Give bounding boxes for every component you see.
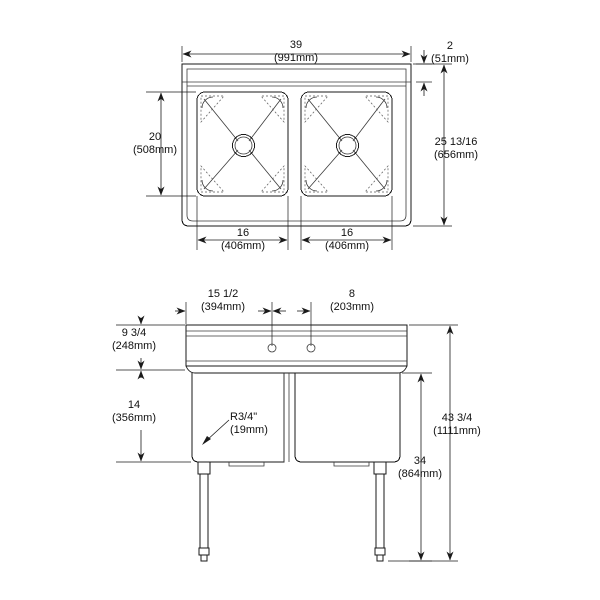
- leg-right-foot-top: [374, 547, 386, 556]
- dim-label-left-bowl-width: 16 (406mm): [220, 227, 266, 252]
- dim-label-overall-height: 43 3/4 (1111mm): [433, 412, 481, 437]
- left-bowl-outline: [196, 91, 289, 197]
- dim-label-bowl-height: 14 (356mm): [111, 399, 157, 424]
- left-bowl-arc-tl: [201, 96, 214, 109]
- leg-left-bracket: [197, 461, 211, 475]
- left-bowl: [196, 91, 289, 197]
- right-bowl-arc-br: [375, 179, 388, 192]
- leg-left-foot-bottom: [200, 554, 208, 562]
- radius-leader-line: [205, 419, 230, 442]
- right-bowl-arc-bl: [305, 179, 318, 192]
- left-bowl-diag-bl: [203, 149, 239, 190]
- front-view-left-bowl-notch: [228, 462, 265, 467]
- front-view-backsplash: [185, 324, 408, 367]
- dim-label-overall-width: 39 (991mm): [273, 39, 319, 64]
- right-bowl-corner-bl: [304, 165, 329, 193]
- top-view-rim-offset: [186, 68, 407, 222]
- left-bowl-corner-br: [260, 165, 285, 193]
- top-view-outer-body: [181, 63, 412, 227]
- left-bowl-drain-inner: [234, 136, 253, 155]
- right-bowl-diag-bl: [307, 149, 343, 190]
- leg-right: [373, 461, 387, 562]
- right-bowl-arc-tr: [375, 96, 388, 109]
- left-bowl-diag-br: [248, 149, 282, 190]
- top-view-geometry: [146, 46, 452, 250]
- right-bowl-outline: [300, 91, 393, 197]
- right-bowl: [300, 91, 393, 197]
- leg-right-bracket: [373, 461, 387, 475]
- dim-label-backsplash-height: 9 3/4 (248mm): [111, 327, 157, 352]
- front-view-right-bowl-notch: [333, 462, 370, 467]
- left-bowl-arc-bl: [201, 179, 214, 192]
- radius-leader-arrow: [202, 436, 211, 445]
- right-bowl-drain-inner: [338, 136, 357, 155]
- leg-left: [197, 461, 211, 562]
- left-bowl-diag-tr: [248, 98, 282, 142]
- dim-label-faucet-spread: 8 (203mm): [329, 288, 375, 313]
- front-view-right-bowl: [294, 373, 401, 463]
- dim-label-faucet-offset: 15 1/2 (394mm): [200, 288, 246, 313]
- leg-right-post: [375, 473, 385, 549]
- leg-left-post: [199, 473, 209, 549]
- front-view-deck-lip: [185, 365, 408, 374]
- right-bowl-drain-outer: [336, 134, 359, 157]
- left-bowl-corner-tl: [200, 95, 225, 123]
- right-bowl-diag-br: [352, 149, 386, 190]
- dim-label-rim-depth: 2 (51mm): [431, 40, 469, 65]
- right-bowl-corner-tr: [364, 95, 389, 123]
- left-bowl-corner-bl: [200, 165, 225, 193]
- dim-label-corner-radius: R3/4" (19mm): [230, 411, 268, 436]
- left-bowl-diag-tl: [203, 98, 239, 142]
- right-bowl-diag-tr: [352, 98, 386, 142]
- dim-label-right-bowl-width: 16 (406mm): [324, 227, 370, 252]
- left-bowl-arc-br: [271, 179, 284, 192]
- dim-label-work-height: 34 (864mm): [397, 455, 443, 480]
- right-bowl-arc-tl: [305, 96, 318, 109]
- left-bowl-drain-outer: [232, 134, 255, 157]
- dim-label-overall-depth: 25 13/16 (656mm): [433, 136, 479, 161]
- right-bowl-diag-tl: [307, 98, 343, 142]
- front-view-geometry: [116, 302, 458, 562]
- right-bowl-corner-br: [364, 165, 389, 193]
- leg-right-foot-bottom: [376, 554, 384, 562]
- leg-left-foot-top: [198, 547, 210, 556]
- dim-label-bowl-depth: 20 (508mm): [132, 131, 178, 156]
- right-bowl-corner-tl: [304, 95, 329, 123]
- left-bowl-arc-tr: [271, 96, 284, 109]
- left-bowl-corner-tr: [260, 95, 285, 123]
